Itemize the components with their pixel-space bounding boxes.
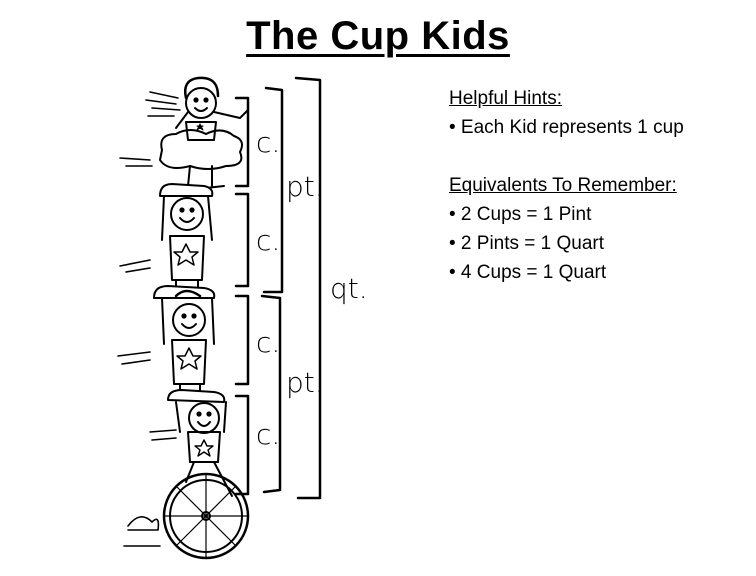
quart-bracket — [294, 76, 322, 500]
cup-label: c. — [256, 418, 280, 451]
cup-kid-3 — [153, 285, 216, 397]
equivalent-item: • 4 Cups = 1 Quart — [449, 262, 607, 283]
cup-kid-1 — [159, 76, 249, 189]
cup-label: c. — [256, 126, 280, 159]
hint-item: • Each Kid represents 1 cup — [449, 117, 684, 138]
cup-brackets — [234, 96, 250, 496]
quart-label: qt. — [330, 272, 368, 305]
pint-brackets — [260, 86, 284, 494]
page-title: The Cup Kids — [246, 14, 510, 58]
cup-label: c. — [256, 224, 280, 257]
equivalent-item: • 2 Pints = 1 Quart — [449, 233, 605, 254]
helpful-hints-heading: Helpful Hints: — [449, 88, 562, 109]
equivalents-heading: Equivalents To Remember: — [449, 175, 677, 196]
motion-lines-icon — [117, 91, 181, 547]
equivalent-item: • 2 Cups = 1 Pint — [449, 204, 592, 225]
cup-label: c. — [256, 326, 280, 359]
cup-kid-2 — [159, 183, 214, 295]
hints-panel: Helpful Hints: • Each Kid represents 1 c… — [449, 84, 749, 287]
cup-kid-4 — [162, 389, 250, 560]
pint-label: pt. — [286, 366, 324, 399]
pint-label: pt. — [286, 170, 324, 203]
